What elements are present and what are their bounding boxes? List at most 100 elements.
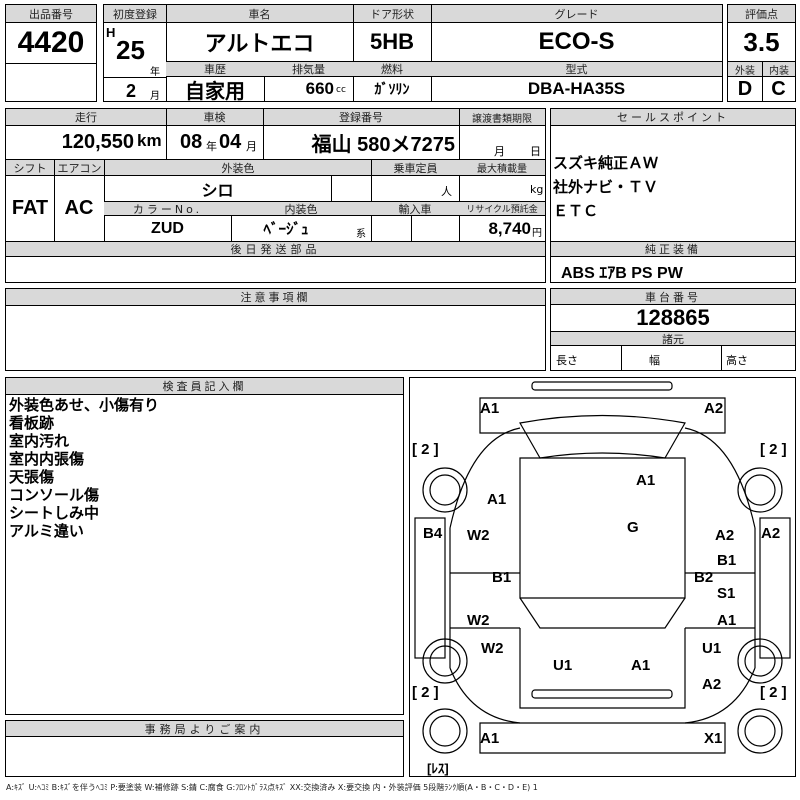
damage-mark: [ 2 ] xyxy=(760,441,787,458)
load-unit: kg xyxy=(530,183,544,196)
inspector-box: 検査員記入欄 外装色あせ、小傷有り 看板跡 室内汚れ 室内内張傷 天張傷 コンソ… xyxy=(5,377,404,715)
car-name: アルトエコ xyxy=(204,31,315,56)
notes-label: 注意事項欄 xyxy=(6,289,545,306)
ext-score: D xyxy=(737,77,753,100)
history: 自家用 xyxy=(185,80,245,103)
damage-diagram: A1 A2 [ 2 ] [ 2 ] A1 A1 B4 A2 W2 G A2 B1… xyxy=(409,377,796,777)
grade: ECO-S xyxy=(538,28,615,55)
damage-mark: X1 xyxy=(704,730,723,747)
plate-label: 登録番号 xyxy=(263,109,459,126)
color-no-label: カラーNo. xyxy=(104,201,231,216)
int-color: ﾍﾞｰｼﾞｭ xyxy=(263,221,309,238)
inspector-note: 看板跡 xyxy=(9,414,55,432)
int-color-label: 内装色 xyxy=(231,201,371,216)
inspector-note: アルミ違い xyxy=(9,522,84,540)
max-load-label: 最大積載量 xyxy=(459,159,545,176)
sales-points-label: セールスポイント xyxy=(551,109,795,126)
ext-score-label: 外装 xyxy=(728,61,762,77)
import-label: 輸入車 xyxy=(371,201,459,216)
office-label: 事務局よりご案内 xyxy=(6,721,403,737)
damage-mark: A2 xyxy=(704,400,724,417)
fuel: ｶﾞｿﾘﾝ xyxy=(374,81,410,97)
inspection-month: 04 xyxy=(219,131,242,153)
month-unit: 月 xyxy=(150,91,160,102)
displacement-label: 排気量 xyxy=(264,61,353,77)
plate-number: 福山 580メ7275 xyxy=(311,134,455,156)
damage-mark: W2 xyxy=(467,612,490,629)
door-label: ドア形状 xyxy=(353,5,431,23)
inspector-note: 天張傷 xyxy=(9,468,55,486)
ext-color-label: 外装色 xyxy=(104,159,371,176)
score-box: 評価点 3.5 外装 内装 D C xyxy=(727,4,796,102)
damage-mark: W2 xyxy=(481,640,504,657)
damage-mark: A1 xyxy=(631,657,651,674)
color-no: ZUD xyxy=(151,219,184,237)
damage-mark: B1 xyxy=(717,552,737,569)
transfer-month: 月 xyxy=(494,145,505,158)
damage-mark: W2 xyxy=(467,527,490,544)
model-label: 型式 xyxy=(431,61,722,77)
first-reg-month: 2 xyxy=(126,81,137,101)
displacement: 660 xyxy=(305,79,334,98)
sales-point: 社外ナビ・ＴＶ xyxy=(553,178,659,196)
fuel-label: 燃料 xyxy=(353,61,431,77)
damage-mark: G xyxy=(627,519,639,536)
damage-mark: A1 xyxy=(480,730,500,747)
legend: A:ｷｽﾞ U:ﾍｺﾐ B:ｷｽﾞを伴うﾍｺﾐ P:要塗装 W:補修跡 S:錆 … xyxy=(6,783,538,792)
sales-point: ＥＴＣ xyxy=(553,202,599,220)
inspector-note: 室内汚れ xyxy=(9,432,70,450)
inspector-note: コンソール傷 xyxy=(9,486,100,504)
damage-mark: A2 xyxy=(761,525,781,542)
capacity-unit: 人 xyxy=(441,185,452,198)
damage-mark: A1 xyxy=(717,612,737,629)
history-label: 車歴 xyxy=(166,61,264,77)
grade-label: グレード xyxy=(431,5,722,23)
chassis-number: 128865 xyxy=(636,305,710,330)
length-label: 長さ xyxy=(556,354,578,367)
inspection-label: 車検 xyxy=(166,109,263,126)
damage-mark: U1 xyxy=(702,640,722,657)
sales-point: スズキ純正ＡＷ xyxy=(553,154,659,172)
damage-mark: [ 2 ] xyxy=(412,441,439,458)
later-parts-label: 後日発送部品 xyxy=(6,241,545,257)
shift-label: シフト xyxy=(6,159,54,176)
int-score: C xyxy=(771,77,786,100)
damage-mark: A2 xyxy=(715,527,735,544)
inspector-note: 室内内張傷 xyxy=(9,450,85,468)
cc-unit: cc xyxy=(336,85,346,95)
mileage: 120,550 xyxy=(61,131,134,153)
damage-mark: [ 2 ] xyxy=(412,684,439,701)
model-code: DBA-HA35S xyxy=(527,79,626,98)
shift: FAT xyxy=(11,197,49,219)
damage-mark: B2 xyxy=(694,569,714,586)
height-label: 高さ xyxy=(726,354,748,367)
transfer-day: 日 xyxy=(530,145,541,158)
lot-box: 出品番号 4420 xyxy=(5,4,97,102)
car-name-label: 車名 xyxy=(166,5,353,23)
recycle-fee: 8,740 xyxy=(488,218,531,238)
damage-mark: A2 xyxy=(702,676,722,693)
inspector-note: 外装色あせ、小傷有り xyxy=(9,396,160,414)
equipment: ABS ｴｱB PS PW xyxy=(561,265,683,282)
capacity-label: 乗車定員 xyxy=(371,159,459,176)
damage-mark: A1 xyxy=(487,491,507,508)
details-block: 走行 車検 登録番号 譲渡書類期限 120,550 km 08 年 04 月 福… xyxy=(5,108,546,283)
aircon: AC xyxy=(64,197,94,219)
transfer-label: 譲渡書類期限 xyxy=(459,109,545,126)
aircon-label: エアコン xyxy=(54,159,104,176)
lot-label: 出品番号 xyxy=(6,5,96,23)
damage-mark: B4 xyxy=(423,525,443,542)
km-unit: km xyxy=(137,131,162,150)
mileage-label: 走行 xyxy=(6,109,166,126)
int-score-label: 内装 xyxy=(762,61,795,77)
spec-label: 諸元 xyxy=(551,331,795,346)
damage-mark: U1 xyxy=(553,657,573,674)
damage-mark: [ 2 ] xyxy=(760,684,787,701)
notes-box: 注意事項欄 xyxy=(5,288,546,371)
car-outline-icon xyxy=(414,381,791,754)
era: H xyxy=(106,25,116,40)
damage-mark: [ﾚｽ] xyxy=(427,761,449,776)
insp-month-unit: 月 xyxy=(246,140,257,153)
recycle-label: リサイクル預託金 xyxy=(459,201,545,216)
yen-unit: 円 xyxy=(532,228,542,239)
